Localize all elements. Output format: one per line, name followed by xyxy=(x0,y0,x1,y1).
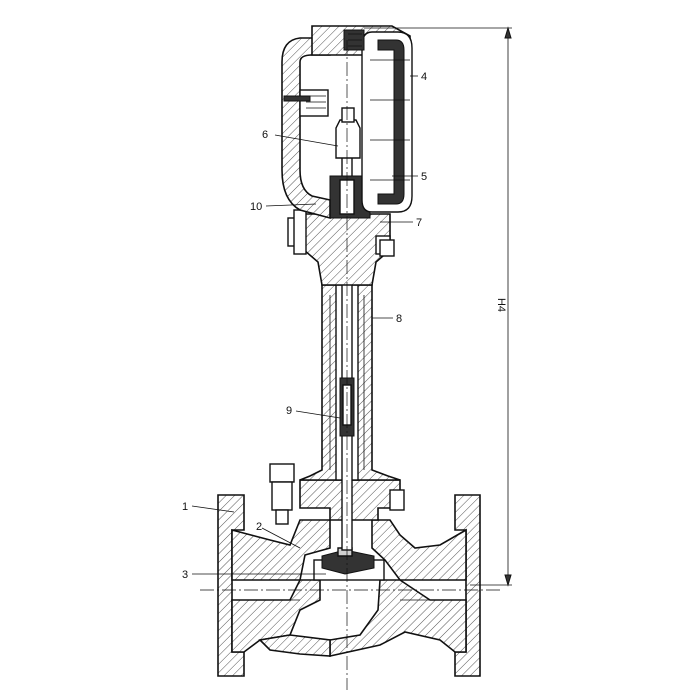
callout-5: 5 xyxy=(421,171,427,183)
leader-lines xyxy=(191,75,418,575)
bonnet-bolt-right xyxy=(389,489,405,511)
body-upper-right xyxy=(371,519,467,581)
callout-7: 7 xyxy=(416,217,422,229)
dimension-h4: H4 xyxy=(364,26,512,587)
body-lower-left xyxy=(231,579,321,653)
callout-3: 3 xyxy=(182,569,188,581)
dimension-label: H4 xyxy=(495,298,507,312)
yoke-left-arm xyxy=(281,37,331,220)
callout-9: 9 xyxy=(286,405,292,417)
body-upper-left xyxy=(231,519,331,581)
body-bottom xyxy=(258,634,331,657)
valve-body xyxy=(217,494,481,677)
callout-8: 8 xyxy=(396,313,402,325)
indicator-pointer xyxy=(283,95,311,102)
callout-2: 2 xyxy=(256,521,262,533)
callout-6: 6 xyxy=(262,129,268,141)
stroke-scale xyxy=(299,89,329,117)
callout-10: 10 xyxy=(250,201,262,213)
callout-4: 4 xyxy=(421,71,427,83)
stem-nut xyxy=(335,119,361,159)
yoke xyxy=(281,25,413,220)
callout-1: 1 xyxy=(182,501,188,513)
spring-guide xyxy=(377,39,405,205)
body-lower-right xyxy=(329,579,467,657)
bonnet-bolt-left xyxy=(269,463,295,483)
